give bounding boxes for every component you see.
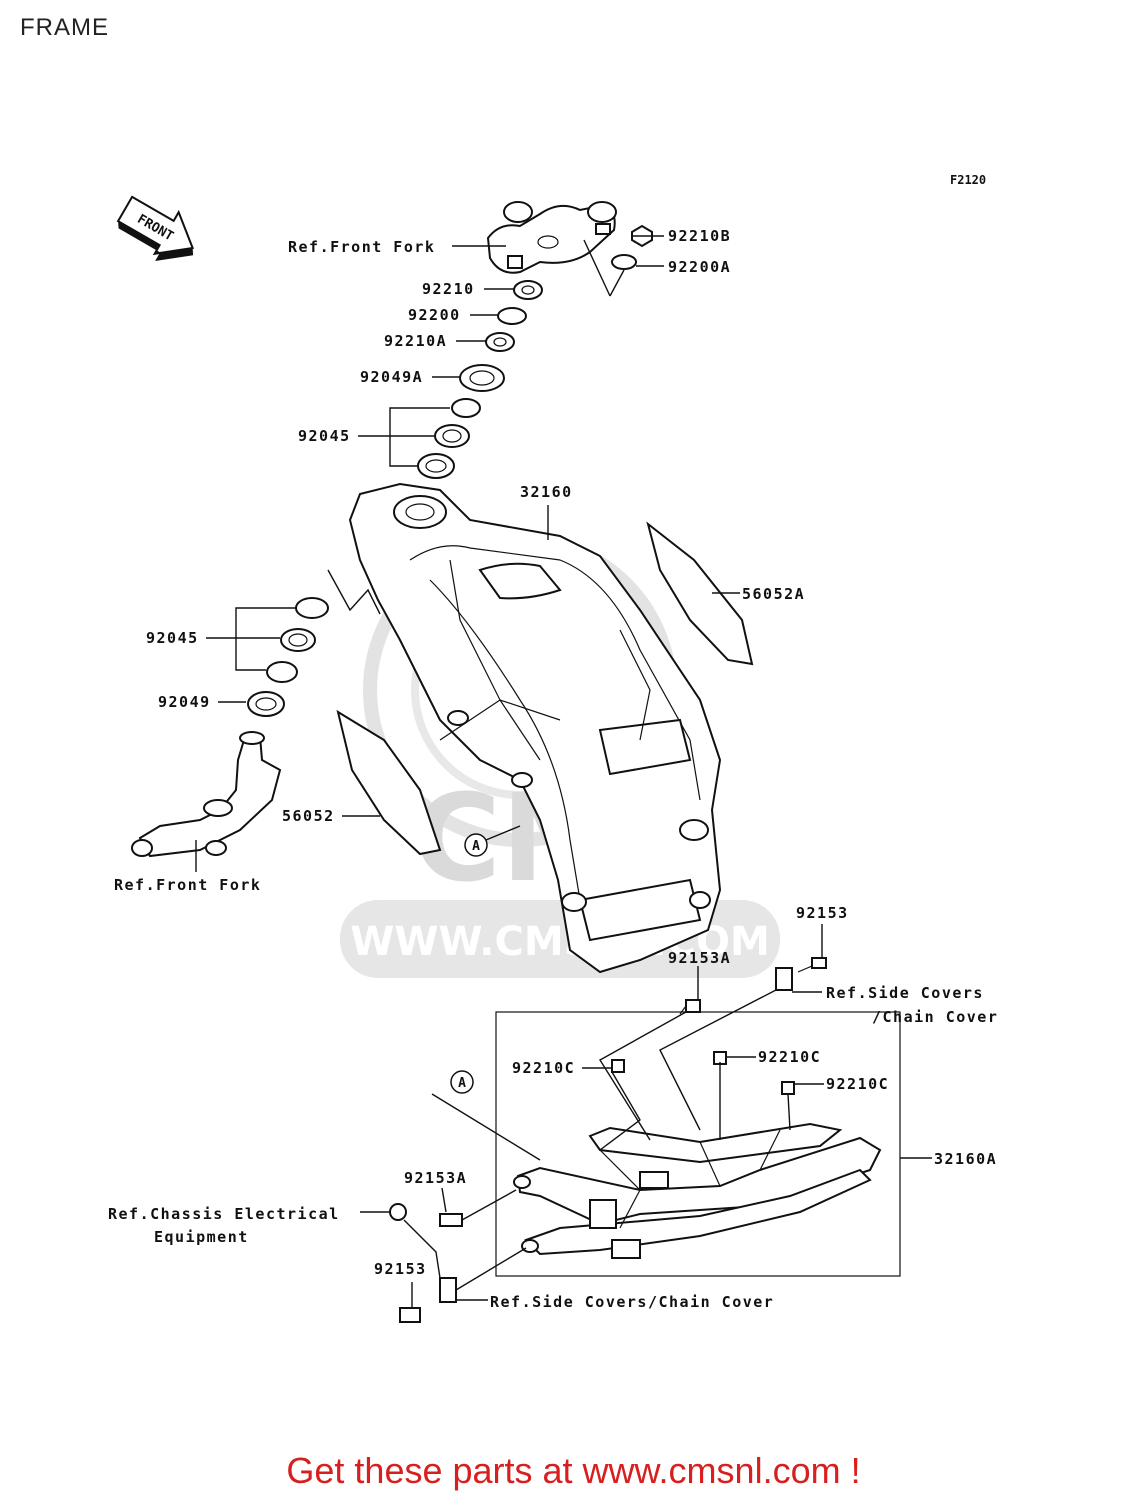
collar-92210C-left (611, 1059, 625, 1073)
label-92045-top: 92045 (298, 427, 351, 445)
label-92210: 92210 (422, 280, 475, 298)
label-92210C-mid: 92210C (758, 1048, 821, 1066)
label-92153A-top: 92153A (668, 949, 731, 967)
label-92153-bottom: 92153 (374, 1260, 427, 1278)
callout-labels: Ref.Front Fork 92210B 92200A 92210 92200… (108, 227, 998, 1311)
seal-92049 (247, 691, 285, 717)
bearing-92045-lower (266, 597, 329, 683)
bolt-92153A-bottom (439, 1213, 463, 1227)
bracket-ref-side-cover-bottom (439, 1277, 457, 1303)
label-92049: 92049 (158, 693, 211, 711)
label-ref-side-covers-2: /Chain Cover (872, 1008, 998, 1026)
label-56052A: 56052A (742, 585, 805, 603)
label-92153A-bottom: 92153A (404, 1169, 467, 1187)
label-92200A: 92200A (668, 258, 731, 276)
bearing-92045-upper (417, 398, 481, 479)
leader-lines (195, 235, 932, 1308)
label-92049A: 92049A (360, 368, 423, 386)
label-92210C-left: 92210C (512, 1059, 575, 1077)
label-92210C-right: 92210C (826, 1075, 889, 1093)
bolt-92153-right (797, 957, 827, 973)
steering-stem-lower-clamp (131, 731, 282, 858)
frame-cover-56052A (646, 521, 754, 666)
label-ref-side-covers-bottom: Ref.Side Covers/Chain Cover (490, 1293, 774, 1311)
bolt-92153A-top (679, 999, 701, 1015)
nut-92210 (513, 280, 543, 300)
label-32160: 32160 (520, 483, 573, 501)
footer-link[interactable]: Get these parts at www.cmsnl.com ! (286, 1450, 861, 1491)
ref-marker-a-top: A (464, 833, 488, 857)
label-56052: 56052 (282, 807, 335, 825)
front-direction-arrow: FRONT (116, 195, 195, 261)
label-92210A: 92210A (384, 332, 447, 350)
nut-92210A (485, 332, 515, 352)
grommet-ref-chassis (389, 1203, 407, 1221)
svg-text:A: A (472, 839, 480, 854)
label-ref-front-fork-bottom: Ref.Front Fork (114, 876, 261, 894)
label-92210B: 92210B (668, 227, 731, 245)
page-title: FRAME (20, 14, 109, 41)
label-ref-chassis-1: Ref.Chassis Electrical (108, 1205, 340, 1223)
bracket-ref-side-cover-top (775, 967, 793, 991)
figure-code: F2120 (950, 173, 986, 187)
collar-92210C-right (781, 1081, 795, 1095)
washer-92200 (497, 307, 527, 325)
frame-cover-56052 (336, 709, 442, 856)
label-ref-front-fork-top: Ref.Front Fork (288, 238, 435, 256)
svg-text:A: A (458, 1076, 466, 1091)
subframe-32160A (495, 1011, 901, 1277)
label-32160A: 32160A (934, 1150, 997, 1168)
label-92200: 92200 (408, 306, 461, 324)
washer-92200A (611, 254, 637, 270)
seal-92049A (459, 364, 505, 392)
main-frame-32160 (348, 482, 722, 974)
upper-triple-clamp (486, 201, 617, 274)
label-ref-chassis-2: Equipment (154, 1228, 249, 1246)
label-92153-right: 92153 (796, 904, 849, 922)
ref-marker-a-bottom: A (450, 1070, 474, 1094)
bolt-92153-bottom (399, 1307, 421, 1323)
label-92045-mid: 92045 (146, 629, 199, 647)
label-ref-side-covers-1: Ref.Side Covers (826, 984, 984, 1002)
